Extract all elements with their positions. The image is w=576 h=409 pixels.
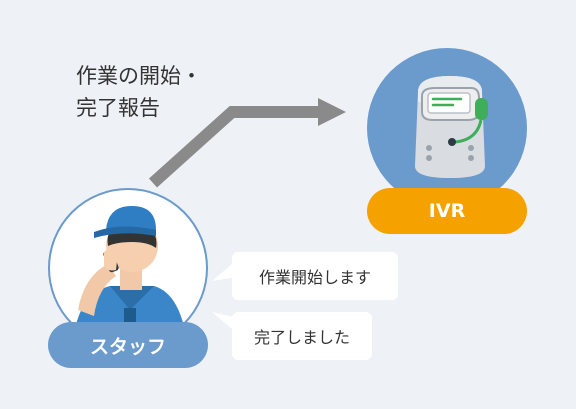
- message-start-text: 作業開始します: [258, 268, 371, 287]
- staff-label-text: スタッフ: [89, 335, 166, 358]
- ivr-label: IVR: [367, 188, 527, 234]
- staff-label: スタッフ: [48, 322, 208, 368]
- message-bubble-start: 作業開始します: [232, 252, 398, 300]
- message-bubble-done: 完了しました: [232, 312, 372, 360]
- robot-headset-icon: [415, 76, 488, 178]
- ivr-label-text: IVR: [428, 200, 466, 222]
- caption-line-2: 完了報告: [76, 96, 160, 120]
- bubble-tail-1: [212, 259, 238, 281]
- caption-line-1: 作業の開始・: [76, 64, 202, 88]
- message-done-text: 完了しました: [253, 328, 350, 347]
- caption: 作業の開始・ 完了報告: [76, 60, 256, 124]
- staff-phone-icon: [72, 206, 188, 346]
- staff-circle: [48, 188, 208, 348]
- bubble-tail-2: [212, 312, 238, 334]
